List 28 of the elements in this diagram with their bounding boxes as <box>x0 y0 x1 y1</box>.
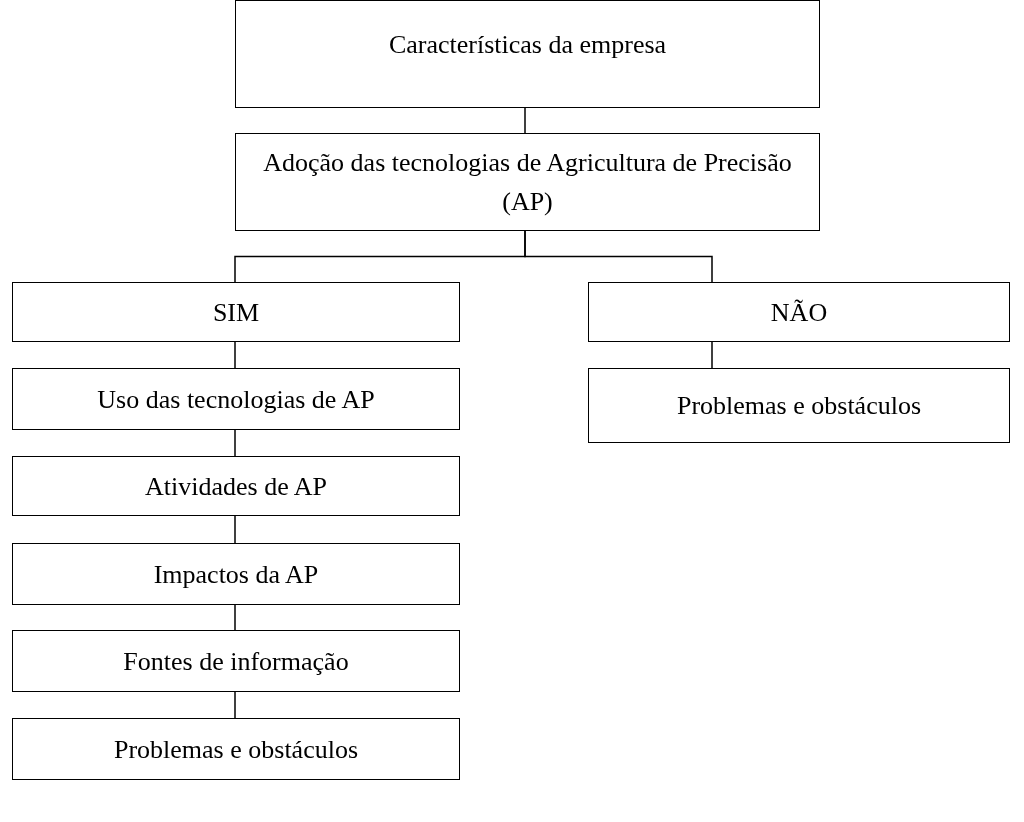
box-label: Fontes de informação <box>122 645 350 678</box>
connector-line <box>234 429 236 457</box>
box-label: Problemas e obstáculos <box>112 733 360 766</box>
connector-line <box>234 691 236 719</box>
process-box <box>12 630 460 692</box>
box-label: Características da empresa <box>387 29 668 61</box>
process-box <box>12 456 460 516</box>
process-box <box>12 543 460 605</box>
process-box <box>12 718 460 780</box>
process-box <box>588 368 1010 443</box>
box-label: Atividades de AP <box>144 470 328 503</box>
connector-line <box>524 107 526 134</box>
process-box <box>12 282 460 342</box>
box-label: SIM <box>211 296 261 329</box>
box-label: Problemas e obstáculos <box>675 390 923 422</box>
box-label: Adoção das tecnologias de Agricultura de Precisão (AP) <box>262 147 793 218</box>
process-box <box>235 0 820 108</box>
process-box <box>588 282 1010 342</box>
box-label: Uso das tecnologias de AP <box>96 383 376 416</box>
box-label: Impactos da AP <box>152 558 320 591</box>
connector-line <box>524 230 713 283</box>
connector-line <box>234 604 236 631</box>
box-label: NÃO <box>769 296 829 329</box>
process-box <box>235 133 820 231</box>
connector-line <box>234 515 236 544</box>
connector-line <box>234 341 236 369</box>
connector-line <box>711 341 713 369</box>
process-box <box>12 368 460 430</box>
